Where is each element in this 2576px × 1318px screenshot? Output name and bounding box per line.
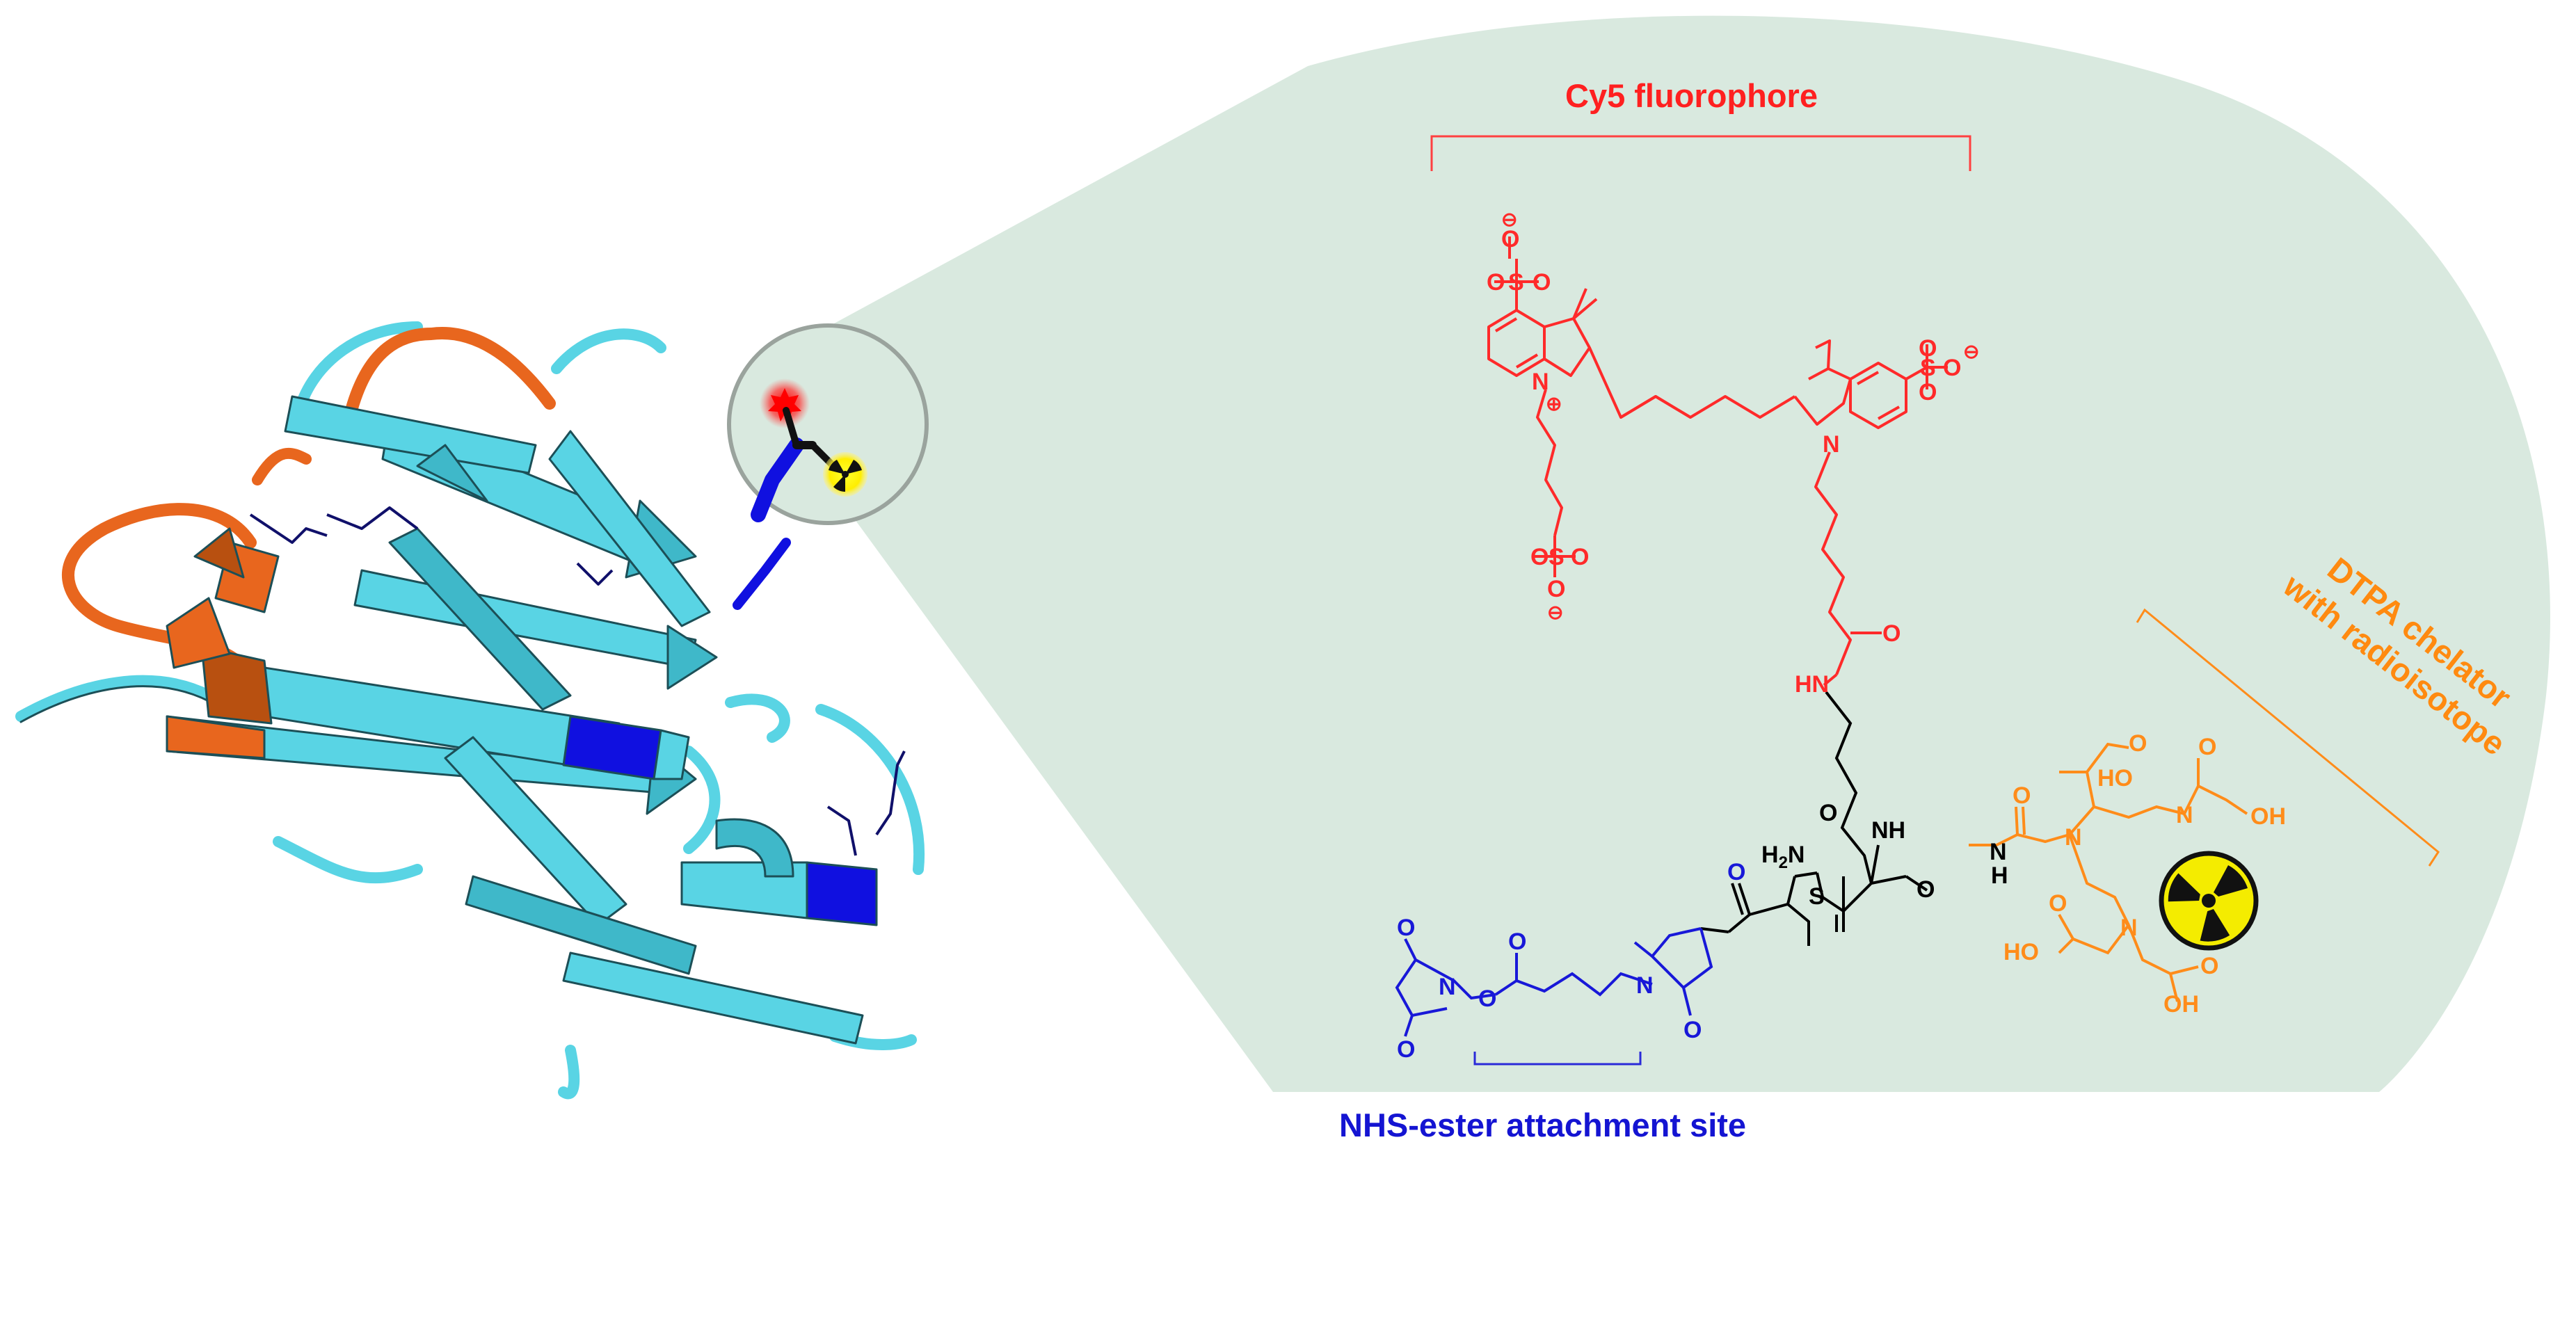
atom-o: O [1919,335,1937,362]
cy5-bracket [1430,135,1971,171]
atom-h2n: H2N [1761,842,1805,872]
atom-h: H [1991,862,2008,889]
atom-o: O [1943,355,1961,381]
atom-ho: HO [2003,939,2039,965]
atom-o: O [1508,929,1526,955]
atom-hn: HN [1795,671,1829,698]
charge-plus: ⊕ [1546,393,1562,415]
atom-n: N [1439,974,1456,1000]
cy5-fluorophore-label: Cy5 fluorophore [1565,77,1818,114]
dtpa-bracket [2136,608,2440,867]
atom-ho: HO [2097,765,2133,791]
atom-s: S [1508,269,1524,296]
radioactive-icon [2159,851,2259,951]
dtpa-structure [1969,742,2248,1002]
atom-o: O [2198,734,2216,760]
charge-minus: ⊖ [1963,341,1979,362]
atom-o: O [1571,544,1589,570]
atom-nh: NH [1871,817,1905,844]
atom-oh: OH [2250,803,2286,830]
atom-o: O [1819,800,1837,826]
atom-o: O [2129,730,2147,757]
atom-o: O [1917,876,1935,903]
atom-labels: O S O O ⊖ N ⊕ O S O O ⊖ O S O O ⊖ N O HN… [1397,209,2286,1063]
atom-o: O [1533,269,1551,296]
cy5-structure [1487,236,1948,686]
atom-o: O [1487,269,1505,296]
atom-s: S [1549,544,1565,570]
atom-o: O [1727,859,1745,885]
nhs-bracket [1473,1052,1642,1066]
nhs-structure [1395,927,1713,1037]
atom-o: O [2013,782,2031,809]
atom-oh: OH [2163,991,2199,1018]
linker-structure [1700,691,1928,946]
atom-s: S [1809,883,1825,910]
antibody-ribbon-illustration [15,321,925,1100]
atom-o: O [1478,986,1496,1012]
atom-n: N [2120,915,2138,941]
atom-o: O [1397,915,1415,941]
zoom-bubble [821,15,2550,1093]
atom-n: N [1636,972,1654,999]
atom-o: O [1547,576,1565,602]
atom-o: O [1683,1017,1702,1043]
charge-minus: ⊖ [1547,602,1563,623]
atom-n: N [1823,431,1840,458]
atom-o: O [1882,620,1901,647]
atom-o: O [1530,544,1549,570]
atom-n: N [2176,802,2193,828]
atom-o: O [2200,953,2218,979]
nhs-ester-label: NHS-ester attachment site [1339,1107,1747,1143]
atom-n: N [2065,824,2082,851]
fluorophore-star-icon [768,388,801,421]
atom-s: S [1920,355,1936,381]
atom-o: O [1397,1036,1415,1063]
radioactive-icon [823,452,867,497]
atom-n-plus: N [1532,369,1549,395]
atom-n: N [1990,839,2007,865]
atom-o: O [2049,890,2067,917]
charge-minus: ⊖ [1501,209,1517,230]
atom-o: O [1501,226,1519,252]
atom-o: O [1919,379,1937,405]
